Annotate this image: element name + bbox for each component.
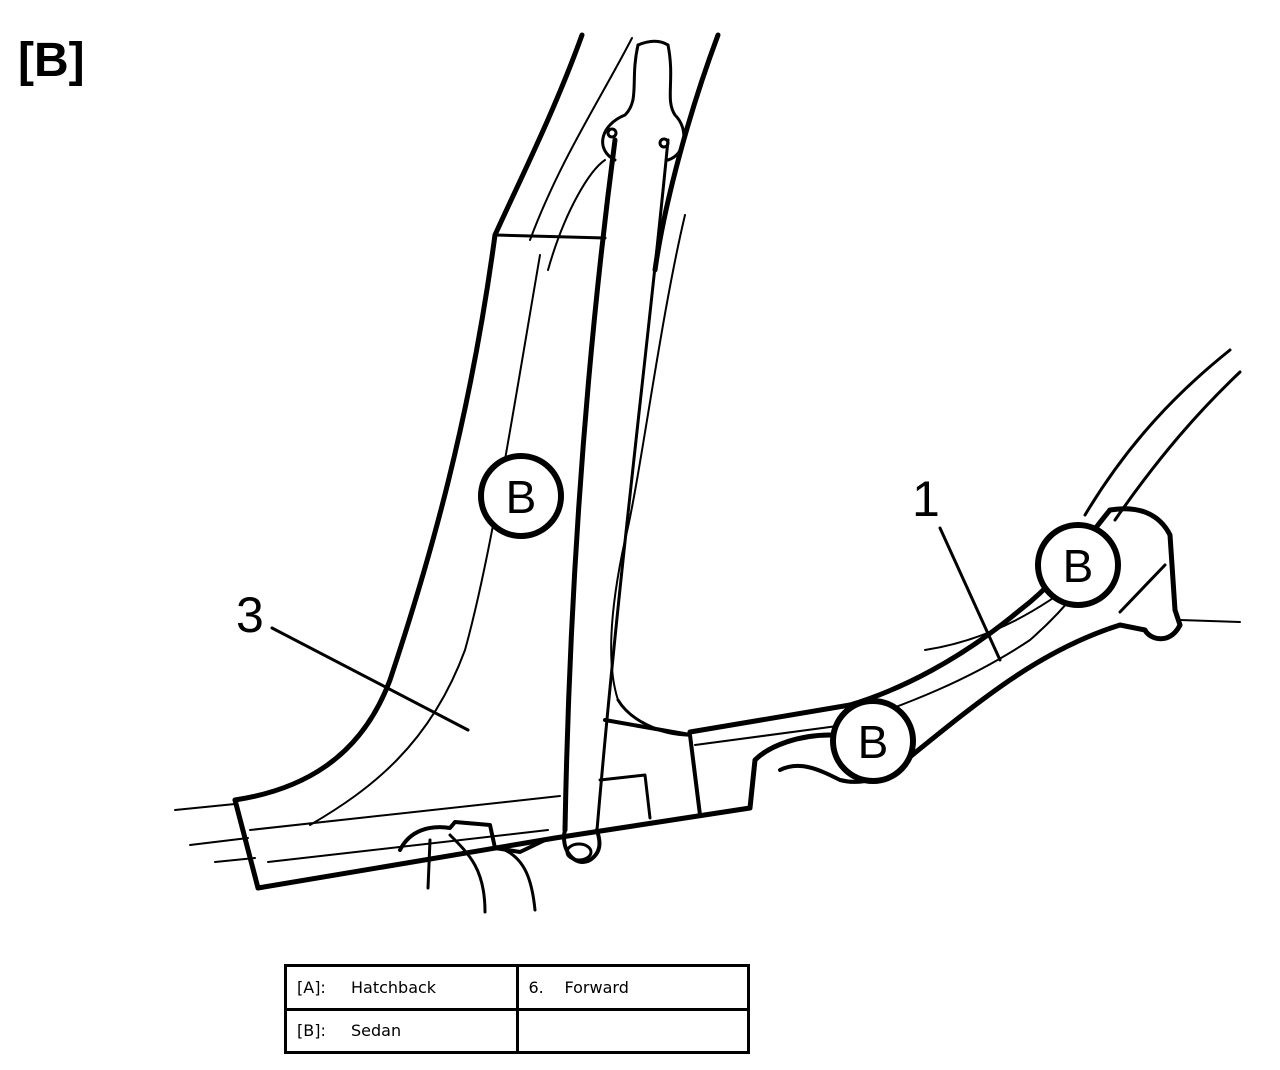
- pillar-outer-contour: [492, 32, 721, 701]
- legend-number-label: Forward: [564, 977, 629, 997]
- seat-belt-assembly: [547, 39, 686, 864]
- clip-marker-b-rail-lower: B: [830, 698, 916, 784]
- view-label: [B]: [18, 34, 85, 87]
- clip-marker-letter: B: [506, 471, 537, 523]
- legend-table: [A]: Hatchback 6. Forward [B]: Sedan: [284, 964, 750, 1054]
- legend-number: 6.: [528, 977, 544, 997]
- legend-code: [B]:: [297, 1021, 326, 1041]
- pillar-trim-panel: [174, 232, 607, 891]
- side-rail-trim: [687, 348, 1242, 784]
- legend-code: [A]:: [297, 977, 326, 997]
- legend-row: [B]: Sedan: [284, 1007, 750, 1054]
- body-pillar-diagram: [B]: [18, 32, 1242, 914]
- legend-cell: [A]: Hatchback: [284, 964, 519, 1011]
- legend-label: Sedan: [351, 1021, 402, 1041]
- leader-line-3: [270, 626, 470, 732]
- clip-marker-b-rail-upper: B: [1035, 522, 1121, 608]
- legend-row: [A]: Hatchback 6. Forward: [284, 964, 750, 1011]
- legend-label: Hatchback: [351, 977, 437, 997]
- clip-marker-letter: B: [858, 716, 889, 768]
- legend-cell: 6. Forward: [515, 964, 750, 1011]
- clip-marker-letter: B: [1063, 540, 1094, 592]
- legend-cell-empty: [515, 1007, 750, 1054]
- leader-line-1: [938, 526, 1002, 662]
- legend-cell: [B]: Sedan: [284, 1007, 519, 1054]
- callout-number-1: 1: [912, 471, 940, 527]
- callout-number-3: 3: [236, 587, 264, 643]
- clip-marker-b-pillar: B: [478, 453, 564, 539]
- rocker-sill: [398, 698, 833, 914]
